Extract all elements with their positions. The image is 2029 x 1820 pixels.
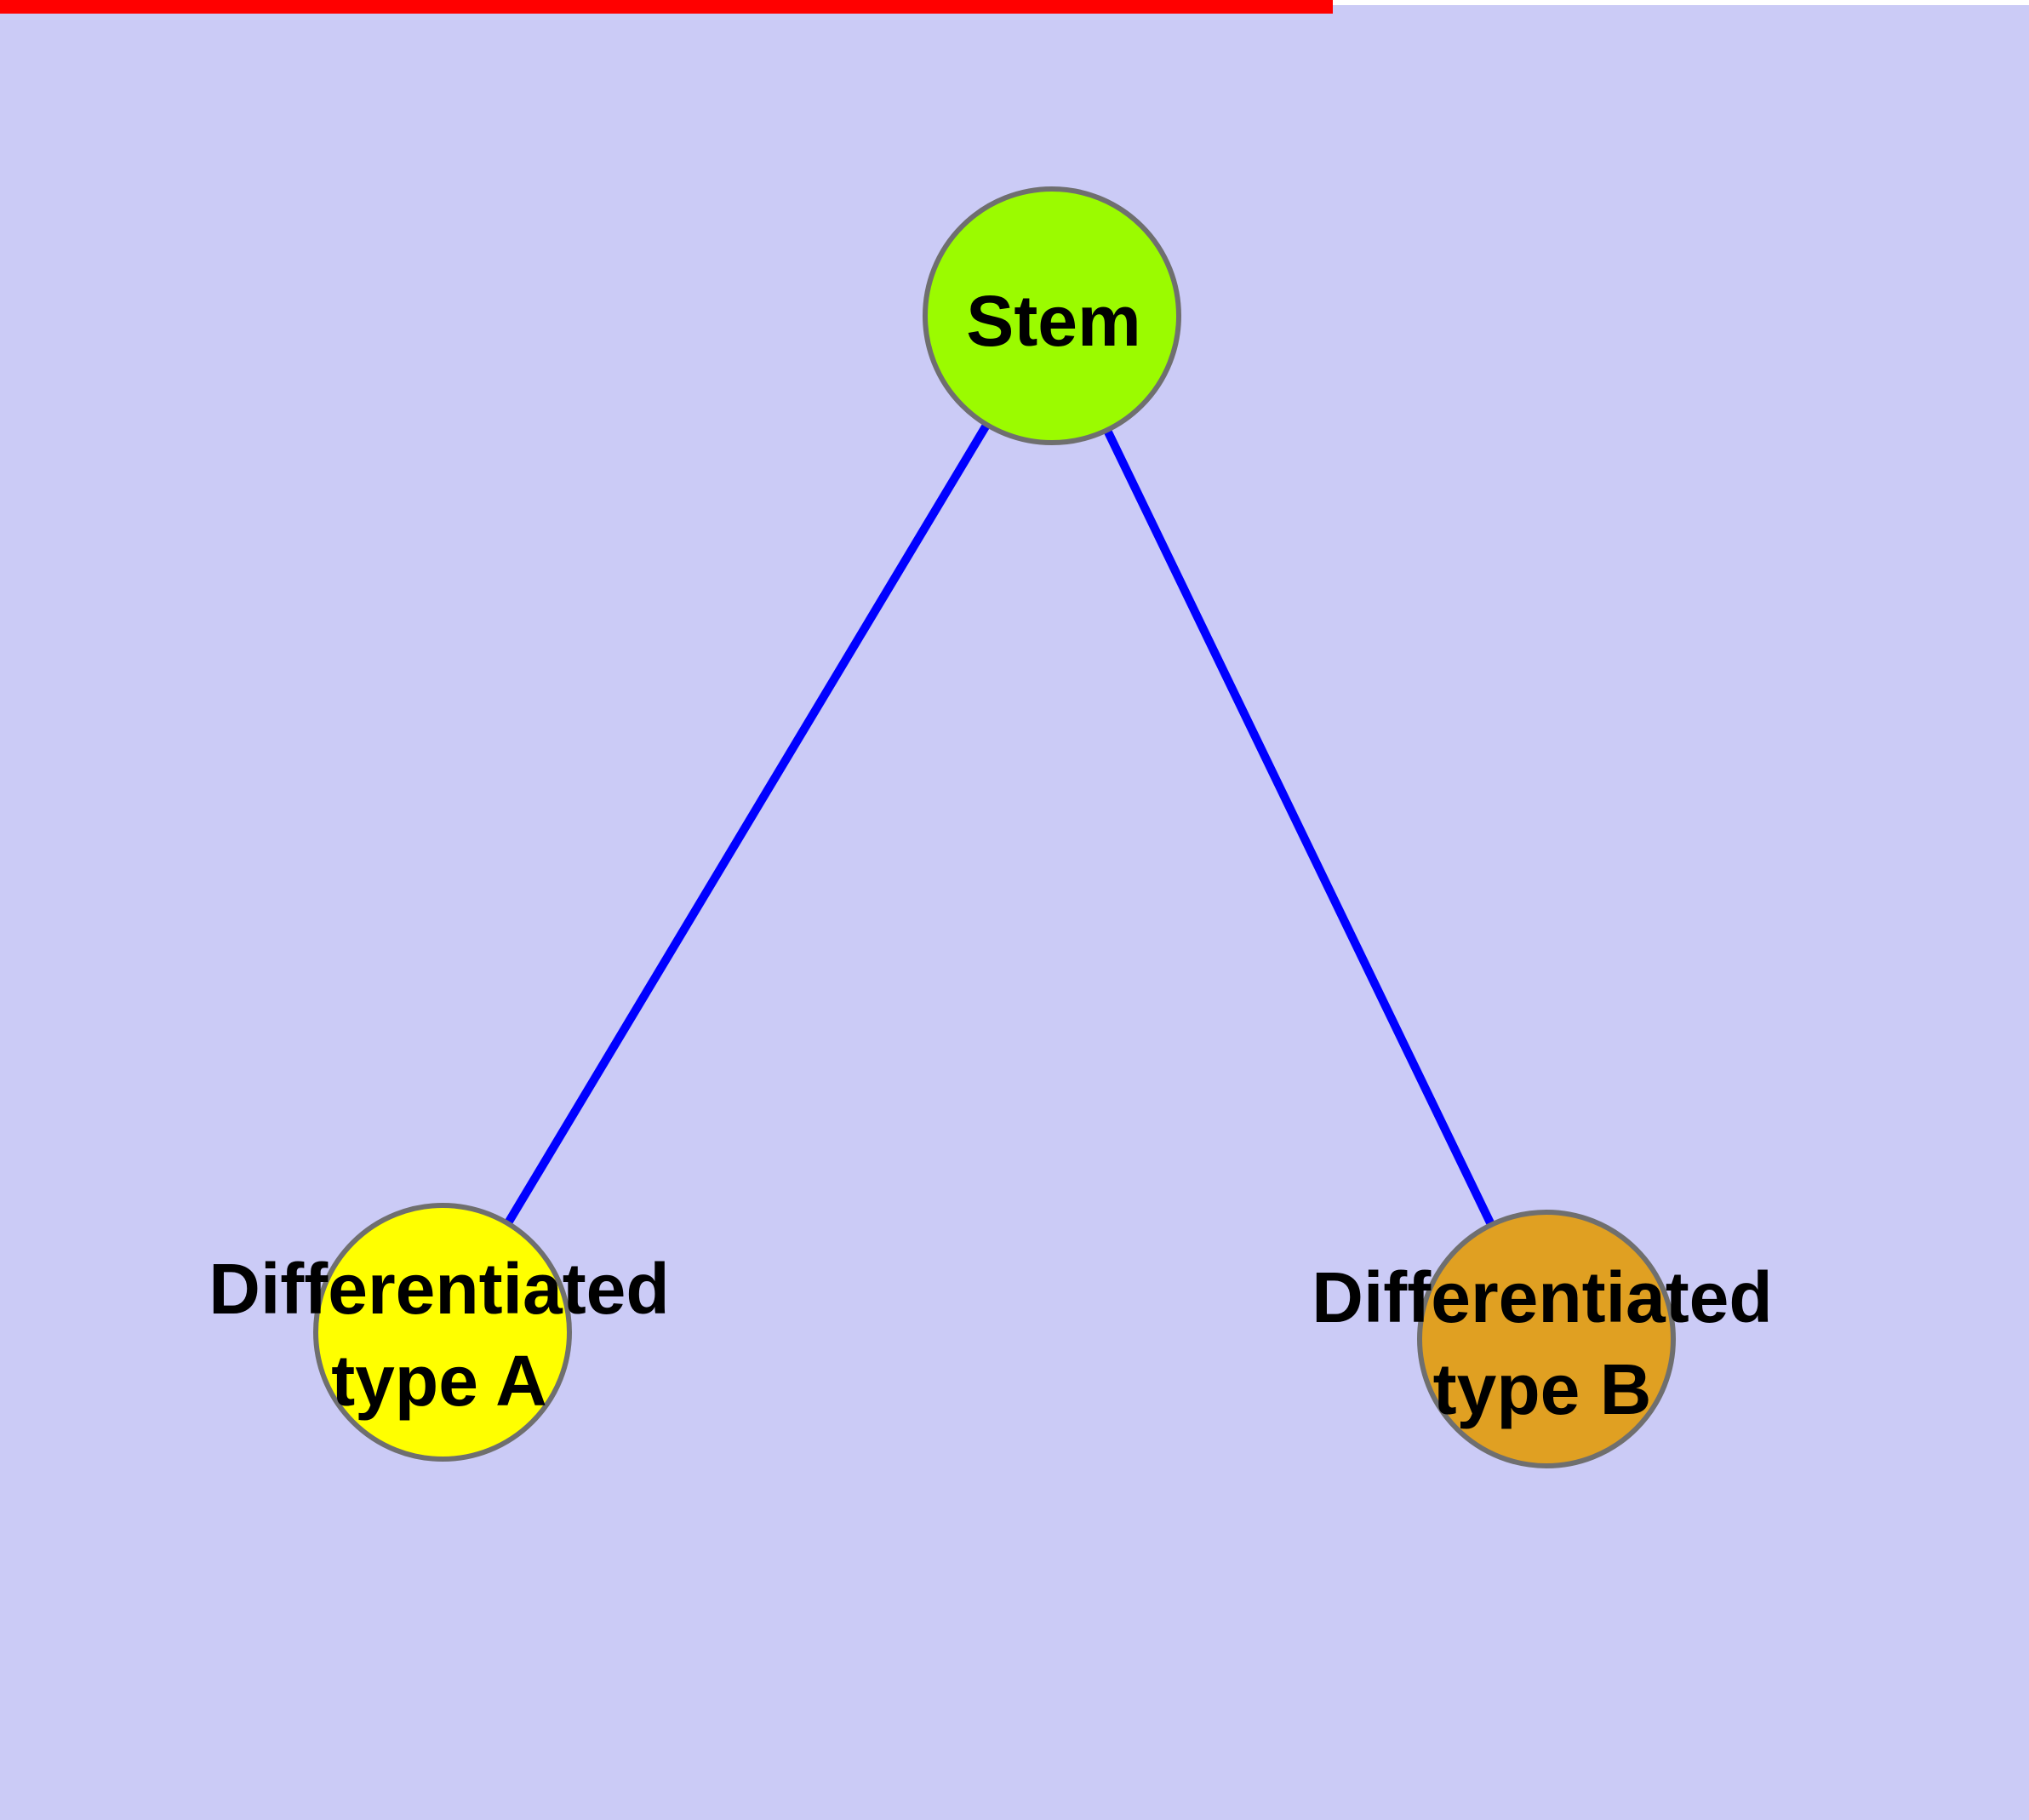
edge-stem-to-type-b (1048, 313, 1551, 1342)
type-a-label-line1: Differentiated (209, 1249, 670, 1329)
differentiated-type-a-label: Differentiated type A (209, 1243, 669, 1427)
stem-node (923, 186, 1181, 445)
edge-stem-to-type-a (438, 313, 1056, 1335)
stem-node-label: Stem (966, 275, 1140, 367)
differentiated-type-b-label: Differentiated type B (1312, 1251, 1772, 1435)
type-b-label-line2: type B (1432, 1349, 1652, 1429)
top-red-bar (0, 0, 1333, 14)
type-a-label-line2: type A (331, 1341, 547, 1421)
type-b-label-line1: Differentiated (1312, 1257, 1773, 1337)
differentiated-type-a-node (313, 1203, 572, 1462)
stem-label-text: Stem (966, 281, 1141, 361)
differentiated-type-b-node (1417, 1210, 1676, 1468)
